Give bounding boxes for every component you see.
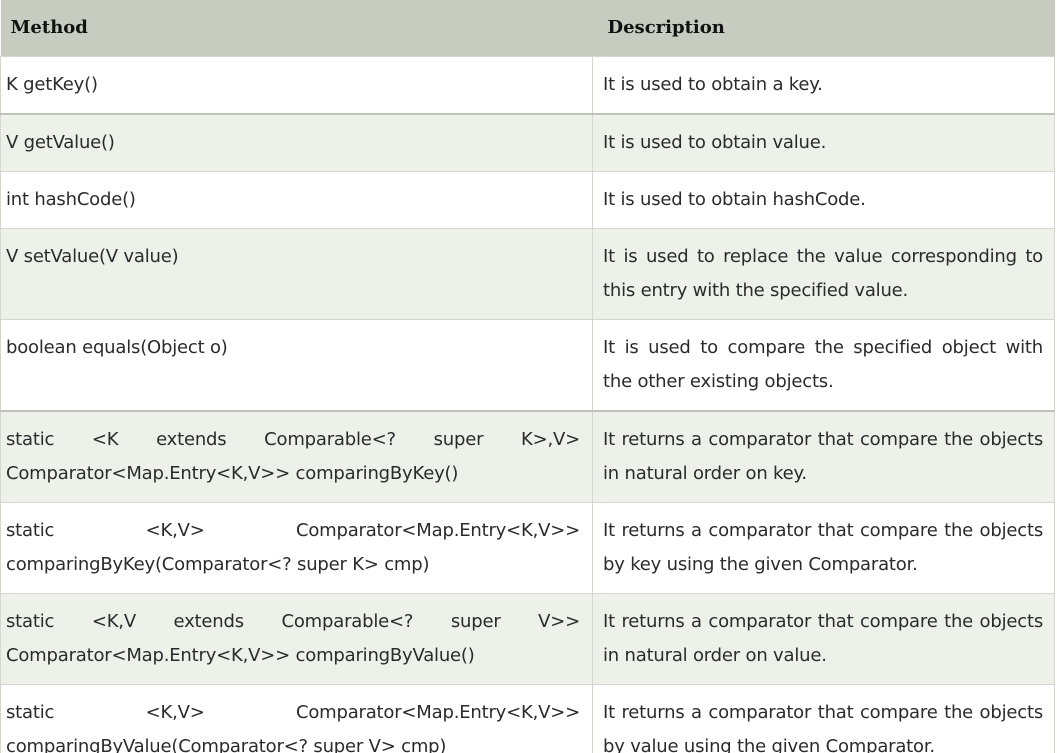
table-row: static <K,V> Comparator<Map.Entry<K,V>> … — [0, 683, 1055, 753]
method-cell: V getValue() — [0, 112, 593, 172]
table-row: static <K,V extends Comparable<? super V… — [0, 592, 1055, 685]
table-row: V setValue(V value) It is used to replac… — [0, 227, 1055, 320]
method-cell: static <K,V extends Comparable<? super V… — [0, 592, 593, 685]
method-cell: static <K,V> Comparator<Map.Entry<K,V>> … — [0, 683, 593, 753]
table-header: Method Description — [0, 0, 1055, 56]
table-body: K getKey() It is used to obtain a key. V… — [0, 55, 1055, 753]
table-row: boolean equals(Object o) It is used to c… — [0, 318, 1055, 411]
description-cell: It returns a comparator that compare the… — [592, 409, 1055, 503]
description-cell: It returns a comparator that compare the… — [592, 683, 1055, 753]
method-cell: boolean equals(Object o) — [0, 318, 593, 411]
method-cell: static <K extends Comparable<? super K>,… — [0, 409, 593, 503]
description-cell: It is used to obtain hashCode. — [592, 170, 1055, 229]
description-cell: It is used to obtain value. — [592, 112, 1055, 172]
table-row: static <K extends Comparable<? super K>,… — [0, 409, 1055, 503]
table-row: K getKey() It is used to obtain a key. — [0, 55, 1055, 114]
method-cell: int hashCode() — [0, 170, 593, 229]
header-row: Method Description — [0, 0, 1055, 56]
description-cell: It returns a comparator that compare the… — [592, 592, 1055, 685]
description-cell: It is used to obtain a key. — [592, 55, 1055, 114]
method-cell: K getKey() — [0, 55, 593, 114]
description-cell: It returns a comparator that compare the… — [592, 501, 1055, 594]
column-header-description: Description — [592, 0, 1055, 56]
table-row: int hashCode() It is used to obtain hash… — [0, 170, 1055, 229]
table-row: static <K,V> Comparator<Map.Entry<K,V>> … — [0, 501, 1055, 594]
table-row: V getValue() It is used to obtain value. — [0, 112, 1055, 172]
column-header-method: Method — [0, 0, 593, 56]
description-cell: It is used to replace the value correspo… — [592, 227, 1055, 320]
description-cell: It is used to compare the specified obje… — [592, 318, 1055, 411]
method-cell: static <K,V> Comparator<Map.Entry<K,V>> … — [0, 501, 593, 594]
method-cell: V setValue(V value) — [0, 227, 593, 320]
